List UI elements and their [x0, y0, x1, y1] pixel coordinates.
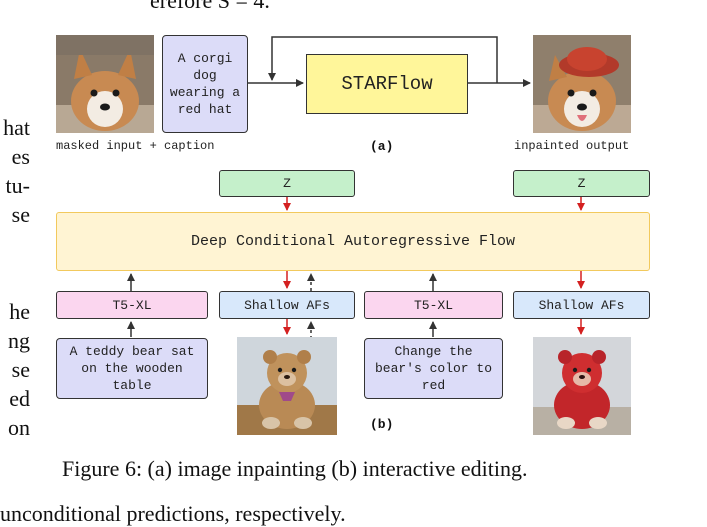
latent-z-left: Z [219, 170, 355, 197]
body-text-top-fragment: erefore S = 4. [150, 0, 270, 13]
body-text-left-fragment: tu- [5, 173, 30, 198]
arrows-layer [127, 36, 585, 339]
shallow-afs-left: Shallow AFs [219, 291, 355, 319]
body-text-left-fragment: se [11, 202, 30, 227]
prompt-left-box: A teddy bear sat on the wooden table [56, 338, 208, 399]
panel-b-label: (b) [370, 417, 394, 432]
inpainted-corgi-image [533, 35, 631, 133]
input-label: masked input + caption [56, 139, 215, 153]
figure-caption: Figure 6: (a) image inpainting (b) inter… [62, 456, 528, 481]
body-text-left-fragment: se [11, 357, 30, 382]
body-text-left-fragment: on [8, 415, 30, 440]
body-text-left-fragment: he [9, 299, 30, 324]
teddy-bear-red-image [533, 337, 631, 435]
panel-a-label: (a) [370, 139, 394, 154]
body-text-left-fragment: ng [8, 328, 30, 353]
starflow-model-box: STARFlow [306, 54, 468, 114]
body-text-left-fragment: es [11, 144, 30, 169]
arrow-feedback-loop [268, 36, 498, 83]
caption-input-box: A corgi dog wearing a red hat [162, 35, 248, 133]
latent-z-right: Z [513, 170, 650, 197]
teddy-bear-brown-image [237, 337, 337, 435]
masked-corgi-image [56, 35, 154, 133]
t5-encoder-right: T5-XL [364, 291, 503, 319]
deep-autoregressive-flow-box: Deep Conditional Autoregressive Flow [56, 212, 650, 271]
output-label: inpainted output [514, 139, 630, 153]
prompt-right-box: Change the bear's color to red [364, 338, 503, 399]
body-text-left-fragment: ed [9, 386, 30, 411]
shallow-afs-right: Shallow AFs [513, 291, 650, 319]
t5-encoder-left: T5-XL [56, 291, 208, 319]
body-text-left-fragment: hat [3, 115, 30, 140]
